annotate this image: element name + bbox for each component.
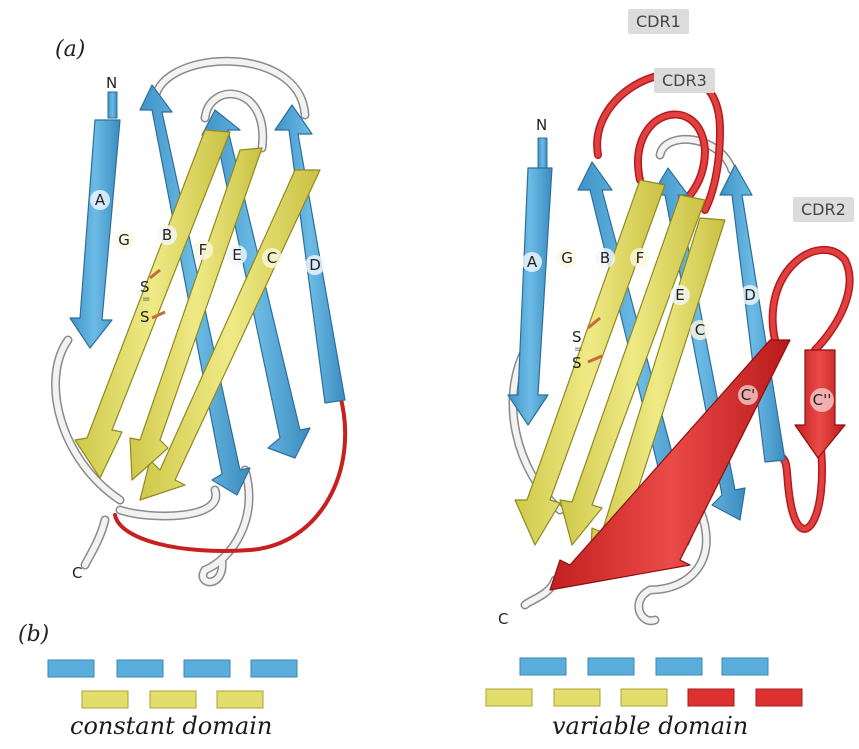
key-variable-blue-3: [656, 658, 702, 675]
constant-label-g: G: [118, 231, 130, 249]
key-variable-yellow-2: [554, 689, 600, 706]
constant-n-stub: [108, 92, 117, 118]
svg-text:=: =: [142, 294, 150, 305]
constant-strand-a-arrow: [70, 120, 120, 348]
constant-domain-caption: constant domain: [70, 712, 272, 740]
cdr3-label: CDR3: [654, 68, 715, 93]
variable-label-d: D: [744, 286, 756, 304]
key-constant-blue-3: [184, 660, 230, 677]
constant-domain-ribbon: A B C D E F G S = S N C: [56, 61, 346, 582]
constant-n-terminus: N: [106, 74, 117, 92]
variable-label-b: B: [600, 249, 610, 267]
variable-n-terminus: N: [536, 116, 547, 134]
key-variable-red-2: [756, 689, 802, 706]
key-constant-yellow-1: [82, 691, 128, 708]
constant-label-d: D: [309, 256, 321, 274]
constant-label-b: B: [162, 226, 172, 244]
variable-label-c-double-prime: C'': [813, 391, 832, 409]
variable-domain-ribbon: A B C C' C'' D E F G S = S N C: [498, 74, 850, 628]
variable-label-c-prime: C': [741, 386, 756, 404]
panel-a-label: (a): [55, 37, 85, 62]
key-variable-yellow-1: [486, 689, 532, 706]
variable-domain-caption: variable domain: [552, 712, 748, 740]
variable-sulfur-2: S: [572, 354, 582, 372]
variable-label-g: G: [561, 249, 573, 267]
key-variable-blue-1: [520, 658, 566, 675]
cdr2-loop-top: [773, 250, 850, 350]
panel-b-label: (b): [18, 622, 49, 647]
key-constant-blue-4: [251, 660, 297, 677]
key-variable-blue-2: [588, 658, 634, 675]
variable-label-f: F: [636, 249, 645, 267]
key-constant-yellow-2: [150, 691, 196, 708]
variable-label-a: A: [527, 253, 538, 271]
variable-label-c: C: [695, 321, 705, 339]
cdr2-label: CDR2: [793, 197, 854, 222]
constant-strand-d-arrow: [275, 105, 345, 403]
key-constant-blue-1: [48, 660, 94, 677]
key-constant-yellow-3: [217, 691, 263, 708]
variable-domain-key: [486, 658, 802, 706]
constant-c-terminus: C: [72, 564, 82, 582]
cdr1-label: CDR1: [628, 9, 689, 34]
key-variable-red-1: [688, 689, 734, 706]
key-variable-blue-4: [722, 658, 768, 675]
key-variable-yellow-3: [621, 689, 667, 706]
constant-label-c: C: [267, 249, 277, 267]
variable-label-e: E: [675, 286, 684, 304]
constant-domain-key: [48, 660, 297, 708]
constant-sulfur-2: S: [140, 308, 150, 326]
constant-label-e: E: [232, 246, 241, 264]
variable-n-stub: [538, 138, 547, 168]
constant-label-a: A: [95, 191, 106, 209]
variable-c-terminus: C: [498, 610, 508, 628]
constant-label-f: F: [199, 241, 208, 259]
key-constant-blue-2: [117, 660, 163, 677]
